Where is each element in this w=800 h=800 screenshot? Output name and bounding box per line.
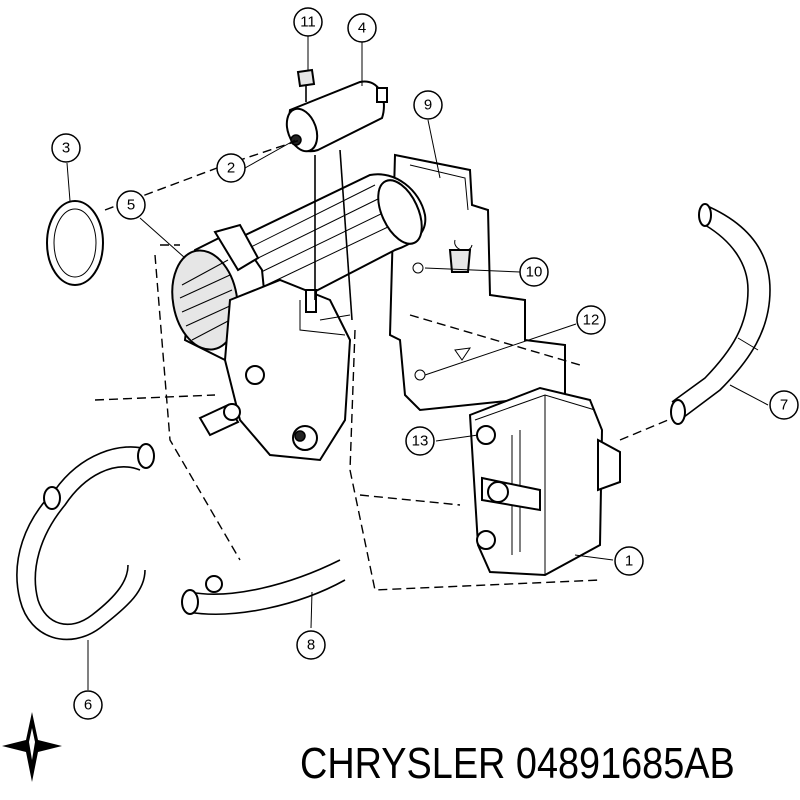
callout-1: 1 [614,546,644,576]
callout-3: 3 [51,133,81,163]
callout-13: 13 [405,426,435,456]
callout-5: 5 [116,190,146,220]
pump-housing [198,278,352,462]
part-1-canister [468,386,621,577]
callout-10: 10 [519,257,549,287]
part-7-hose [670,203,771,425]
chrysler-star-logo-icon [2,712,62,782]
callout-10-label: 10 [526,264,543,281]
part-6-hose [16,443,155,641]
part-9-bracket [388,153,566,412]
callout-8: 8 [296,630,326,660]
callout-11: 11 [293,7,323,37]
callout-5-label: 5 [127,197,135,214]
callout-3-label: 3 [62,140,70,157]
callout-7: 7 [769,390,799,420]
callout-4-label: 4 [358,20,366,37]
callout-12: 12 [576,305,606,335]
callout-9-label: 9 [424,97,432,114]
callout-2-label: 2 [227,160,235,177]
callout-8-label: 8 [307,637,315,654]
part-4-solenoid [285,80,388,153]
part-11-bolt [296,68,316,102]
callout-6-label: 6 [84,697,92,714]
part-3-o-ring [46,200,104,286]
callout-11-label: 11 [300,14,316,31]
callout-6: 6 [73,690,103,720]
callout-12-label: 12 [583,312,600,329]
callout-9: 9 [413,90,443,120]
callout-1-label: 1 [625,553,633,570]
part-number-caption: CHRYSLER 04891685AB [300,739,735,788]
callout-4: 4 [347,13,377,43]
callout-2: 2 [216,153,246,183]
callout-13-label: 13 [412,433,429,450]
part-8-hose [181,559,346,615]
callout-7-label: 7 [780,397,788,414]
